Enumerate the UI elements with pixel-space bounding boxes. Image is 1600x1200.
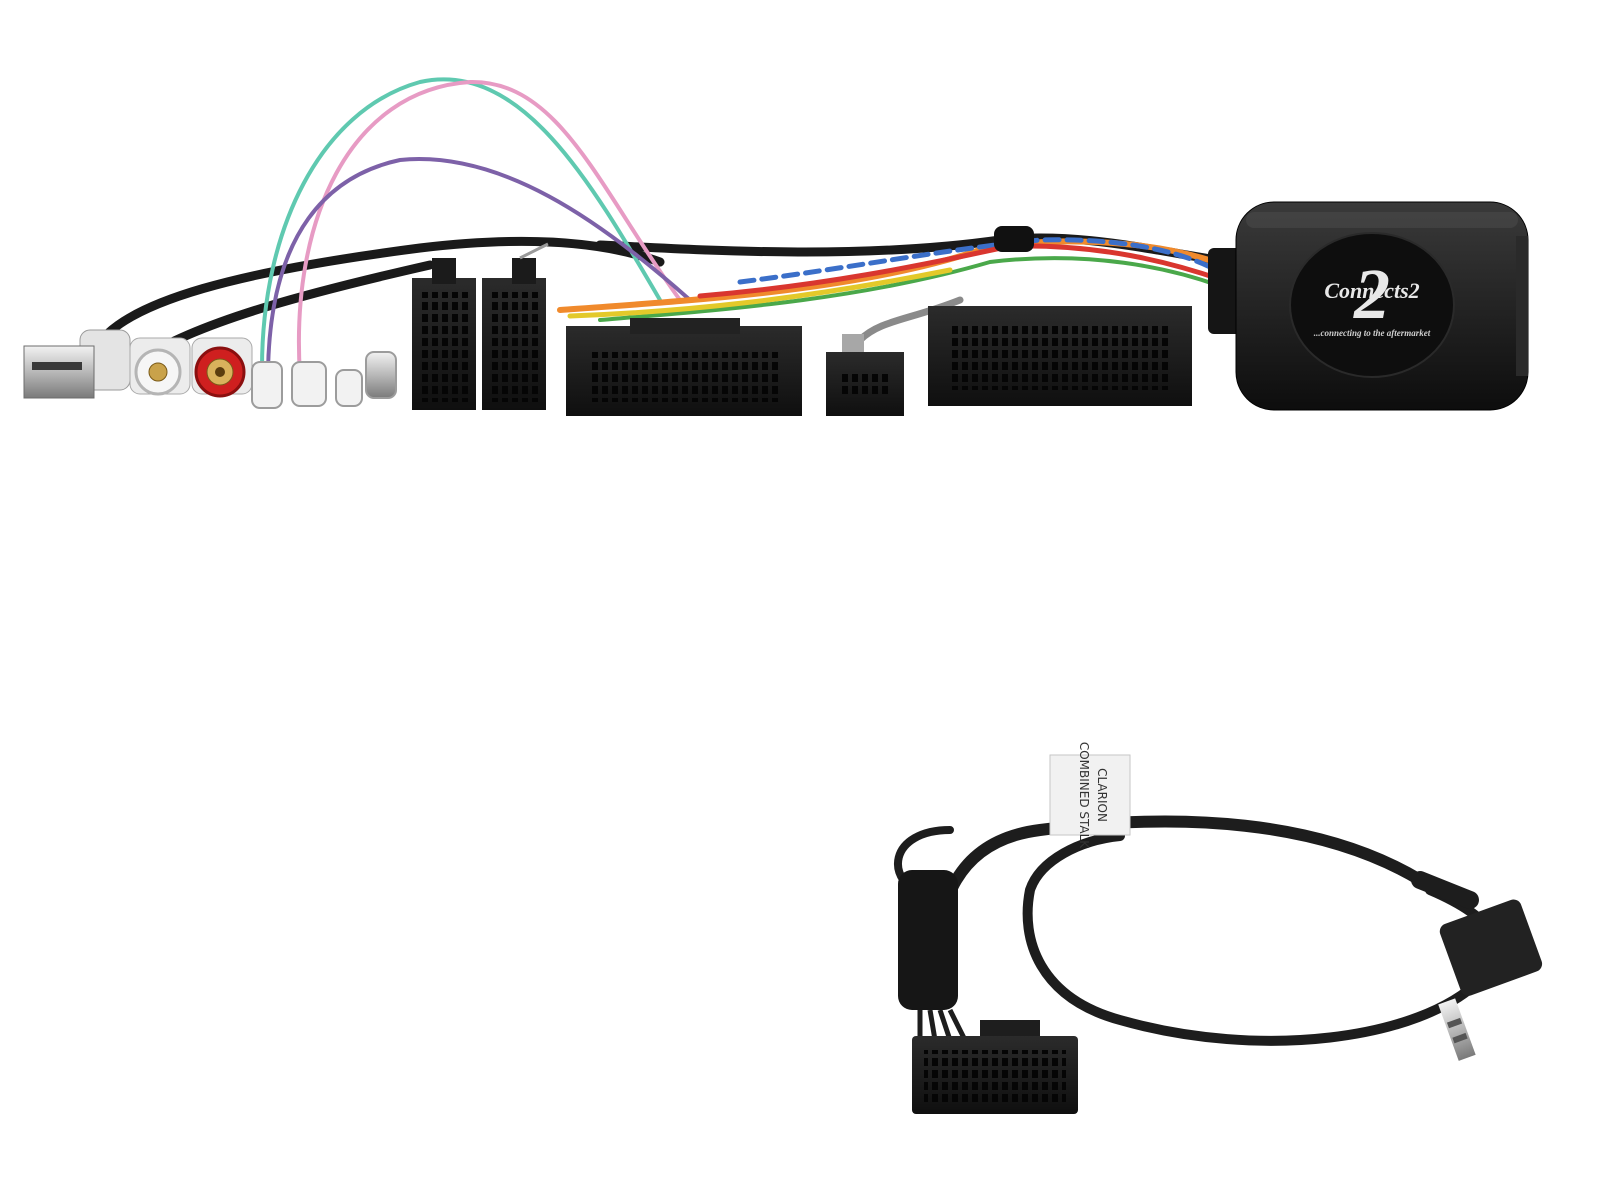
brand-logo-number: 2 — [1353, 254, 1390, 334]
cable-label-line1: CLARION — [1095, 768, 1109, 822]
wire-green — [598, 256, 1222, 322]
rca-plug-white — [129, 337, 191, 396]
bullet-connectors — [251, 351, 397, 409]
headphone-jack — [1411, 871, 1543, 1061]
molex-connector — [912, 1020, 1078, 1114]
wire-purple — [266, 157, 692, 374]
patch-lead-cable — [932, 815, 1426, 996]
cable-tie — [994, 226, 1034, 252]
velcro-wrap — [898, 870, 958, 1010]
usb-plug — [23, 329, 131, 399]
brand-tagline: ...connecting to the aftermarket — [1314, 328, 1431, 338]
vehicle-connector-male — [566, 318, 802, 416]
wire-pink — [297, 79, 682, 377]
patch-lead: CLARION COMBINED STALK — [894, 742, 1543, 1114]
vehicle-connector-female — [928, 306, 1192, 406]
rca-plug-red — [191, 337, 253, 398]
iso-connector-right — [482, 242, 549, 410]
small-connector — [826, 334, 904, 416]
wire-grey — [856, 296, 964, 344]
wire-yellow — [567, 267, 953, 319]
brand-wordmark: Connects2 — [1324, 278, 1419, 303]
cable-label: CLARION COMBINED STALK — [1049, 742, 1131, 849]
cable-label-line2: COMBINED STALK — [1077, 742, 1091, 849]
interface-module: 2 Connects2 ...connecting to the afterma… — [1208, 201, 1529, 411]
iso-connector-left — [412, 258, 476, 410]
wire-teal — [260, 77, 662, 370]
